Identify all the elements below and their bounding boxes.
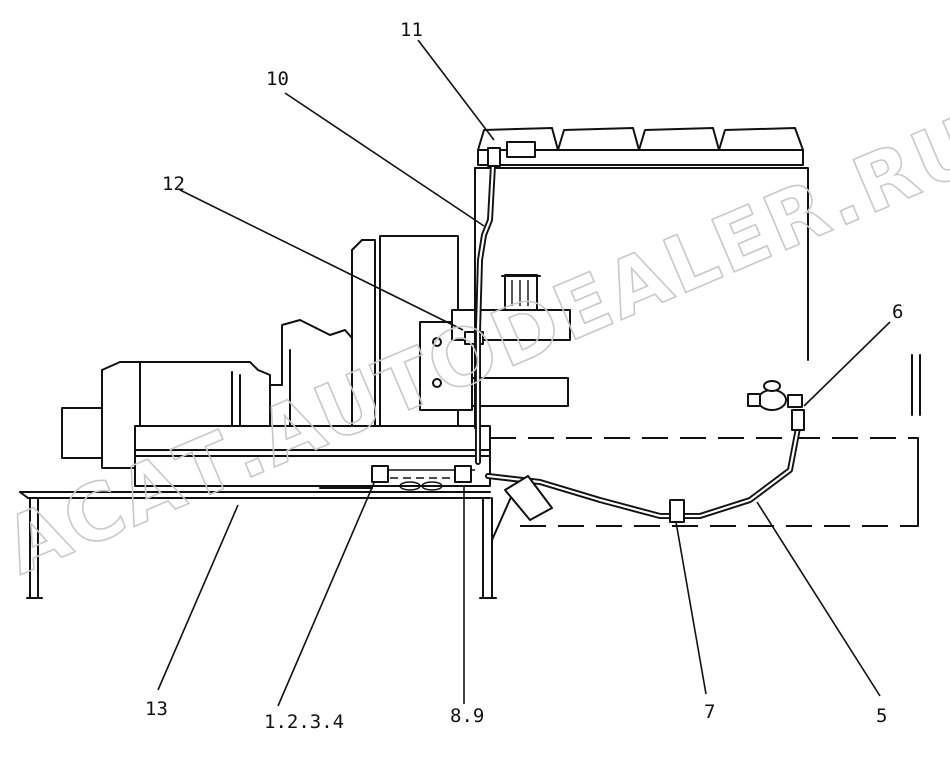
callout-89: 8.9 (450, 705, 484, 727)
callout-1234: 1.2.3.4 (264, 711, 344, 733)
frame-rail (134, 425, 491, 487)
callout-13: 13 (145, 698, 168, 720)
tray-detail (319, 465, 475, 491)
callout-7: 7 (704, 701, 715, 723)
leader-lines (157, 39, 891, 707)
air-hose (475, 147, 801, 523)
callout-10: 10 (266, 68, 289, 90)
callout-6: 6 (892, 301, 903, 323)
callout-12: 12 (162, 173, 185, 195)
chassis-outline (490, 354, 921, 527)
callout-11: 11 (400, 19, 423, 41)
callout-labels: 11 10 12 6 13 1.2.3.4 8.9 7 5 (145, 19, 903, 733)
valve-fitting (747, 380, 805, 431)
callout-5: 5 (876, 705, 887, 727)
